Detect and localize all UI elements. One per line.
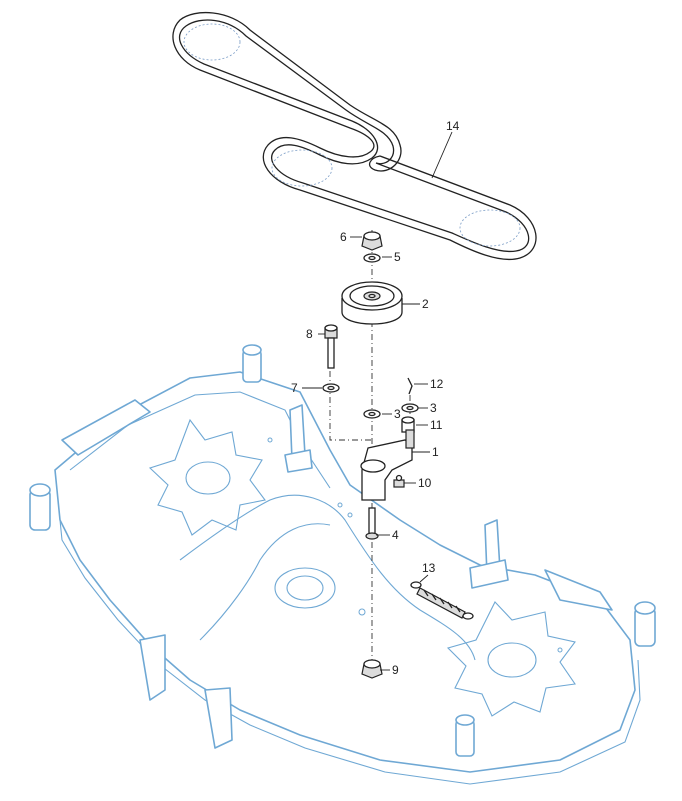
mower-deck	[29, 344, 656, 785]
belt-outer	[172, 11, 537, 260]
callout-7: 7	[291, 381, 298, 395]
part-12-cotter-pin	[407, 377, 413, 395]
callout-14: 14	[446, 119, 460, 133]
deck-channel	[179, 494, 476, 661]
callout-leaders	[302, 131, 453, 671]
part-1-idler-arm	[360, 429, 415, 501]
callout-3b: 3	[430, 401, 437, 415]
deck-gauge-wheels	[29, 344, 656, 757]
deck-side-flap	[61, 399, 151, 456]
part-3-washer-a	[363, 409, 381, 419]
callout-11: 11	[430, 418, 443, 432]
callout-4: 4	[392, 528, 399, 542]
part-8-bolt	[324, 324, 338, 369]
part-10-grease-fitting	[393, 474, 405, 488]
belt-inner	[179, 19, 530, 253]
deck-channel-2	[199, 523, 331, 641]
callout-8: 8	[306, 327, 313, 341]
part-6-nut	[361, 231, 383, 251]
left-spindle-star	[148, 418, 266, 536]
callout-10: 10	[418, 476, 432, 490]
part-4-pivot-pin	[365, 507, 379, 540]
callout-2: 2	[422, 297, 429, 311]
part-13-spring	[410, 581, 474, 620]
center-spindle	[274, 567, 336, 609]
callout-labels: 6 5 2 8 7 3 3 12 11 1 10 4 13 9 14	[291, 119, 460, 677]
callout-1: 1	[432, 445, 439, 459]
callout-13: 13	[422, 561, 436, 575]
callout-9: 9	[392, 663, 399, 677]
part-9-nut	[361, 659, 383, 679]
callout-3a: 3	[394, 407, 401, 421]
part-3-washer-b	[401, 403, 419, 413]
deck-rim	[59, 519, 641, 785]
part-5-washer	[363, 253, 381, 263]
callout-6: 6	[340, 230, 347, 244]
drive-belt	[172, 11, 537, 260]
deck-mount-brackets	[139, 404, 613, 749]
right-spindle-star	[446, 601, 576, 717]
callout-5: 5	[394, 250, 401, 264]
callout-12: 12	[430, 377, 444, 391]
part-2-idler-pulley	[341, 281, 403, 325]
part-7-washer	[322, 383, 340, 393]
deck-holes	[267, 437, 563, 653]
